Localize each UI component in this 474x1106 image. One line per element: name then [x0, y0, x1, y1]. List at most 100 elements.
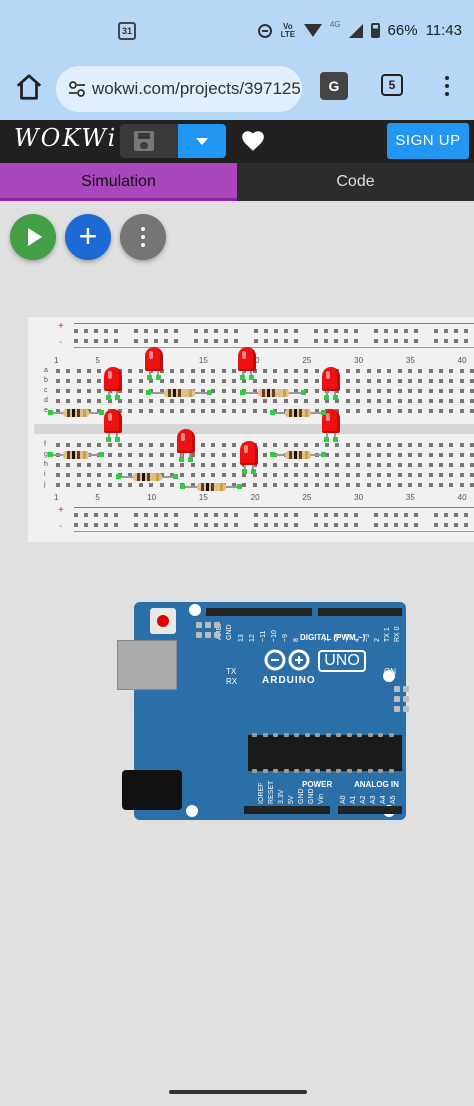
breadboard-hole[interactable]	[221, 443, 226, 447]
breadboard-hole[interactable]	[231, 409, 236, 413]
breadboard-hole[interactable]	[128, 473, 133, 477]
breadboard-hole[interactable]	[56, 389, 60, 393]
breadboard-hole[interactable]	[428, 389, 433, 393]
breadboard-hole[interactable]	[459, 463, 464, 467]
breadboard-hole[interactable]	[180, 463, 185, 467]
rail-hole[interactable]	[104, 513, 108, 517]
breadboard-hole[interactable]	[325, 483, 330, 487]
breadboard-hole[interactable]	[407, 409, 412, 413]
breadboard-hole[interactable]	[76, 379, 81, 383]
breadboard-hole[interactable]	[470, 399, 474, 403]
save-button[interactable]	[120, 124, 178, 158]
breadboard-hole[interactable]	[149, 483, 154, 487]
rail-hole[interactable]	[174, 513, 178, 517]
breadboard-hole[interactable]	[366, 473, 371, 477]
breadboard-hole[interactable]	[263, 399, 267, 403]
breadboard-hole[interactable]	[438, 463, 443, 467]
breadboard-hole[interactable]	[107, 453, 112, 457]
rail-hole[interactable]	[294, 329, 298, 333]
breadboard-hole[interactable]	[159, 399, 164, 403]
rail-hole[interactable]	[404, 523, 408, 527]
breadboard-hole[interactable]	[200, 399, 205, 403]
rail-hole[interactable]	[224, 339, 228, 343]
red-led[interactable]	[177, 429, 195, 462]
rail-hole[interactable]	[314, 513, 318, 517]
breadboard-hole[interactable]	[263, 453, 267, 457]
rail-hole[interactable]	[224, 523, 228, 527]
breadboard-hole[interactable]	[211, 379, 216, 383]
breadboard-hole[interactable]	[211, 389, 216, 393]
breadboard-hole[interactable]	[231, 389, 236, 393]
rail-hole[interactable]	[284, 513, 288, 517]
breadboard-hole[interactable]	[470, 463, 474, 467]
breadboard-hole[interactable]	[200, 443, 205, 447]
breadboard-hole[interactable]	[76, 473, 81, 477]
rail-hole[interactable]	[334, 523, 338, 527]
rail-hole[interactable]	[224, 329, 228, 333]
like-heart-icon[interactable]	[240, 128, 266, 154]
breadboard-hole[interactable]	[66, 473, 71, 477]
breadboard-hole[interactable]	[263, 483, 267, 487]
breadboard-hole[interactable]	[76, 399, 81, 403]
breadboard-hole[interactable]	[314, 369, 319, 373]
rail-hole[interactable]	[414, 513, 418, 517]
resistor[interactable]	[48, 451, 104, 459]
breadboard-hole[interactable]	[76, 389, 81, 393]
breadboard-hole[interactable]	[200, 369, 205, 373]
breadboard-hole[interactable]	[56, 369, 60, 373]
breadboard-hole[interactable]	[221, 389, 226, 393]
rail-hole[interactable]	[224, 513, 228, 517]
breadboard-hole[interactable]	[97, 443, 102, 447]
breadboard-hole[interactable]	[366, 409, 371, 413]
breadboard-hole[interactable]	[294, 379, 299, 383]
rail-hole[interactable]	[284, 329, 288, 333]
rail-hole[interactable]	[314, 329, 318, 333]
breadboard-hole[interactable]	[263, 379, 267, 383]
breadboard-hole[interactable]	[438, 443, 443, 447]
breadboard-hole[interactable]	[273, 483, 278, 487]
breadboard-hole[interactable]	[66, 463, 71, 467]
breadboard-hole[interactable]	[180, 409, 185, 413]
breadboard-hole[interactable]	[118, 399, 123, 403]
breadboard-hole[interactable]	[418, 463, 423, 467]
rail-hole[interactable]	[414, 523, 418, 527]
breadboard-hole[interactable]	[397, 463, 402, 467]
breadboard-hole[interactable]	[190, 399, 195, 403]
breadboard-hole[interactable]	[294, 483, 299, 487]
rail-hole[interactable]	[324, 329, 328, 333]
breadboard-hole[interactable]	[407, 389, 412, 393]
rail-hole[interactable]	[94, 513, 98, 517]
rail-hole[interactable]	[384, 523, 388, 527]
breadboard-hole[interactable]	[118, 409, 123, 413]
breadboard-hole[interactable]	[314, 389, 319, 393]
rail-hole[interactable]	[164, 339, 168, 343]
rail-hole[interactable]	[374, 329, 378, 333]
resistor[interactable]	[270, 451, 326, 459]
rail-hole[interactable]	[104, 329, 108, 333]
breadboard-hole[interactable]	[138, 409, 143, 413]
breadboard-hole[interactable]	[428, 409, 433, 413]
breadboard-hole[interactable]	[263, 473, 267, 477]
breadboard-hole[interactable]	[128, 483, 133, 487]
breadboard-hole[interactable]	[180, 369, 185, 373]
breadboard-hole[interactable]	[335, 389, 340, 393]
breadboard-hole[interactable]	[345, 453, 350, 457]
rail-hole[interactable]	[394, 339, 398, 343]
breadboard-hole[interactable]	[418, 409, 423, 413]
rail-hole[interactable]	[114, 513, 118, 517]
breadboard-hole[interactable]	[376, 443, 381, 447]
save-dropdown-button[interactable]	[178, 124, 226, 158]
breadboard-hole[interactable]	[118, 389, 123, 393]
breadboard-hole[interactable]	[221, 369, 226, 373]
red-led[interactable]	[322, 367, 340, 400]
breadboard-hole[interactable]	[376, 463, 381, 467]
rail-hole[interactable]	[134, 523, 138, 527]
breadboard-hole[interactable]	[459, 453, 464, 457]
breadboard-hole[interactable]	[345, 443, 350, 447]
breadboard-hole[interactable]	[149, 379, 154, 383]
breadboard-hole[interactable]	[438, 453, 443, 457]
breadboard-hole[interactable]	[294, 463, 299, 467]
rail-hole[interactable]	[434, 329, 438, 333]
breadboard-hole[interactable]	[283, 483, 288, 487]
breadboard-hole[interactable]	[376, 473, 381, 477]
